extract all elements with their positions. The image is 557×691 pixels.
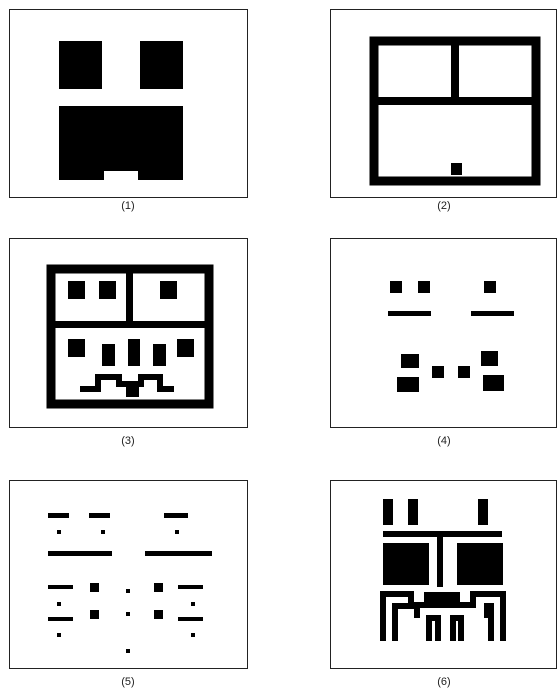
panel-4 bbox=[330, 238, 557, 428]
caption-1: (1) bbox=[68, 200, 188, 212]
pillar bbox=[408, 499, 418, 525]
bar bbox=[383, 531, 502, 537]
panel-5 bbox=[9, 480, 248, 669]
panel-2-drawing bbox=[331, 10, 556, 197]
block bbox=[160, 281, 177, 299]
panel-3 bbox=[9, 238, 248, 428]
stem bbox=[437, 537, 443, 587]
dash bbox=[48, 551, 112, 556]
dash bbox=[178, 617, 203, 621]
dot bbox=[154, 610, 163, 619]
dot bbox=[101, 530, 105, 534]
divider bbox=[51, 321, 209, 328]
caption-2: (2) bbox=[384, 200, 504, 212]
block bbox=[383, 543, 429, 585]
panel-1 bbox=[9, 9, 248, 198]
dash bbox=[178, 585, 203, 589]
fragment bbox=[481, 351, 498, 366]
caption-6: (6) bbox=[384, 676, 504, 688]
dot bbox=[126, 649, 130, 653]
fragment bbox=[397, 377, 419, 392]
caption-5: (5) bbox=[68, 676, 188, 688]
caption-3: (3) bbox=[68, 435, 188, 447]
joint bbox=[448, 598, 458, 608]
dot bbox=[90, 610, 99, 619]
divider bbox=[126, 269, 133, 325]
panel-3-drawing bbox=[10, 239, 247, 427]
joint bbox=[424, 598, 448, 608]
panel-5-drawing bbox=[10, 481, 247, 668]
dash bbox=[89, 513, 110, 518]
block bbox=[153, 344, 166, 366]
dot bbox=[57, 633, 61, 637]
dot bbox=[154, 583, 163, 592]
block bbox=[177, 339, 194, 357]
block bbox=[68, 281, 85, 299]
block bbox=[128, 339, 140, 366]
block bbox=[59, 106, 183, 180]
dot bbox=[126, 589, 130, 593]
fragment bbox=[484, 281, 496, 293]
panel-6 bbox=[330, 480, 557, 669]
block bbox=[99, 281, 116, 299]
fragment bbox=[401, 354, 419, 368]
dash bbox=[48, 585, 73, 589]
block bbox=[59, 41, 102, 89]
dash bbox=[48, 617, 73, 621]
fragment bbox=[418, 281, 430, 293]
dot bbox=[90, 583, 99, 592]
fragment bbox=[458, 366, 470, 378]
fragment bbox=[471, 311, 514, 316]
dot bbox=[175, 530, 179, 534]
dot bbox=[57, 530, 61, 534]
pillar bbox=[383, 499, 393, 525]
dash bbox=[145, 551, 212, 556]
divider bbox=[374, 97, 536, 105]
block bbox=[68, 339, 85, 357]
divider bbox=[451, 41, 459, 103]
pillar bbox=[478, 499, 488, 525]
block bbox=[140, 41, 183, 89]
dot bbox=[57, 602, 61, 606]
panel-6-drawing bbox=[331, 481, 556, 668]
caption-4: (4) bbox=[384, 435, 504, 447]
dot bbox=[126, 612, 130, 616]
dot bbox=[191, 633, 195, 637]
block bbox=[457, 543, 503, 585]
notch bbox=[126, 387, 139, 397]
notch bbox=[451, 163, 462, 175]
dash bbox=[164, 513, 188, 518]
dot bbox=[191, 602, 195, 606]
fragment bbox=[432, 366, 444, 378]
panel-1-drawing bbox=[10, 10, 247, 197]
fragment bbox=[390, 281, 402, 293]
panel-2 bbox=[330, 9, 557, 198]
block bbox=[102, 344, 115, 366]
dash bbox=[48, 513, 69, 518]
fragment bbox=[483, 375, 504, 391]
fragment bbox=[388, 311, 431, 316]
panel-4-drawing bbox=[331, 239, 556, 427]
